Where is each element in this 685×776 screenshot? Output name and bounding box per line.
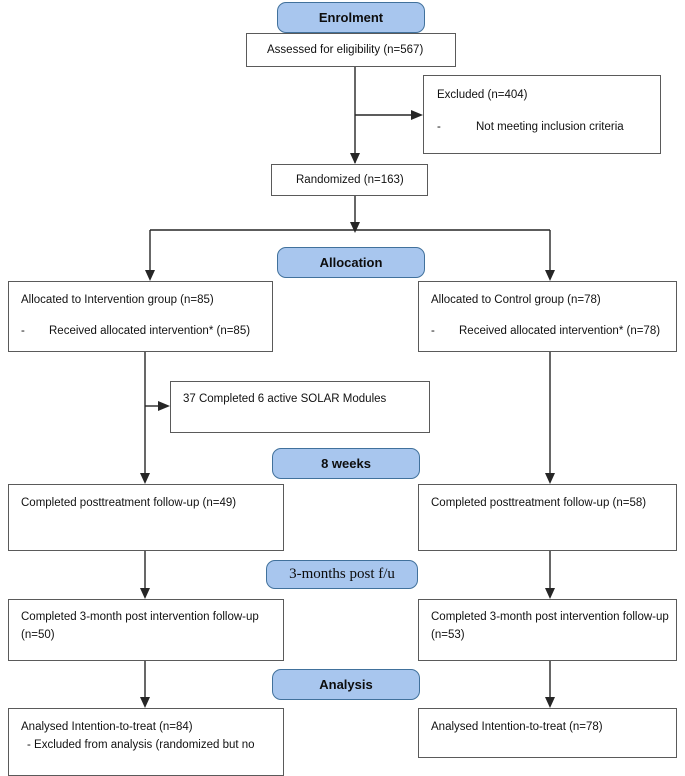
excluded-line-1: Excluded (n=404): [437, 89, 528, 101]
assessed-line-1: Assessed for eligibility (n=567): [267, 44, 424, 56]
box-posttreatment-intervention: Completed posttreatment follow-up (n=49): [8, 484, 284, 551]
analysed-control-line-1: Analysed Intention-to-treat (n=78): [431, 721, 603, 733]
box-posttreatment-control: Completed posttreatment follow-up (n=58): [418, 484, 677, 551]
box-randomized: Randomized (n=163): [271, 164, 428, 196]
threemonth-control-line-2: (n=53): [431, 629, 465, 641]
box-excluded: Excluded (n=404) - Not meeting inclusion…: [423, 75, 661, 154]
stage-label-eight-weeks: 8 weeks: [272, 448, 420, 479]
threemonth-intervention-line-2: (n=50): [21, 629, 55, 641]
allocated-control-line-1: Allocated to Control group (n=78): [431, 294, 601, 306]
analysed-intervention-line-2: - Excluded from analysis (randomized but…: [27, 739, 255, 751]
box-analysed-intervention: Analysed Intention-to-treat (n=84) - Exc…: [8, 708, 284, 776]
stage-label-enrolment: Enrolment: [277, 2, 425, 33]
allocated-control-line-2: Received allocated intervention* (n=78): [459, 325, 661, 337]
stage-analysis-text: Analysis: [319, 677, 373, 692]
excluded-line-2: Not meeting inclusion criteria: [476, 121, 624, 133]
box-allocated-control: Allocated to Control group (n=78) - Rece…: [418, 281, 677, 352]
excluded-bullet-dash: -: [437, 121, 441, 133]
randomized-line-1: Randomized (n=163): [296, 174, 404, 186]
stage-label-three-months: 3-months post f/u: [266, 560, 418, 589]
threemonth-intervention-line-1: Completed 3-month post intervention foll…: [21, 611, 259, 623]
posttreatment-control-line-1: Completed posttreatment follow-up (n=58): [431, 497, 647, 509]
solar-modules-line-1: 37 Completed 6 active SOLAR Modules: [183, 393, 387, 405]
stage-three-months-text: 3-months post f/u: [289, 566, 395, 582]
box-assessed-for-eligibility: Assessed for eligibility (n=567): [246, 33, 456, 67]
box-allocated-intervention: Allocated to Intervention group (n=85) -…: [8, 281, 273, 352]
stage-enrolment-text: Enrolment: [318, 10, 384, 25]
stage-label-analysis: Analysis: [272, 669, 420, 700]
box-analysed-control: Analysed Intention-to-treat (n=78): [418, 708, 677, 758]
threemonth-control-line-1: Completed 3-month post intervention foll…: [431, 611, 669, 623]
stage-allocation-text: Allocation: [319, 255, 383, 270]
allocated-intervention-line-1: Allocated to Intervention group (n=85): [21, 294, 214, 306]
box-threemonth-control: Completed 3-month post intervention foll…: [418, 599, 677, 661]
box-threemonth-intervention: Completed 3-month post intervention foll…: [8, 599, 284, 661]
analysed-intervention-line-1: Analysed Intention-to-treat (n=84): [21, 721, 193, 733]
stage-eight-weeks-text: 8 weeks: [321, 456, 371, 471]
posttreatment-intervention-line-1: Completed posttreatment follow-up (n=49): [21, 497, 237, 509]
box-solar-modules: 37 Completed 6 active SOLAR Modules: [170, 381, 430, 433]
allocated-intervention-bullet-dash: -: [21, 325, 25, 337]
allocated-control-bullet-dash: -: [431, 325, 435, 337]
stage-label-allocation: Allocation: [277, 247, 425, 278]
allocated-intervention-line-2: Received allocated intervention* (n=85): [49, 325, 251, 337]
